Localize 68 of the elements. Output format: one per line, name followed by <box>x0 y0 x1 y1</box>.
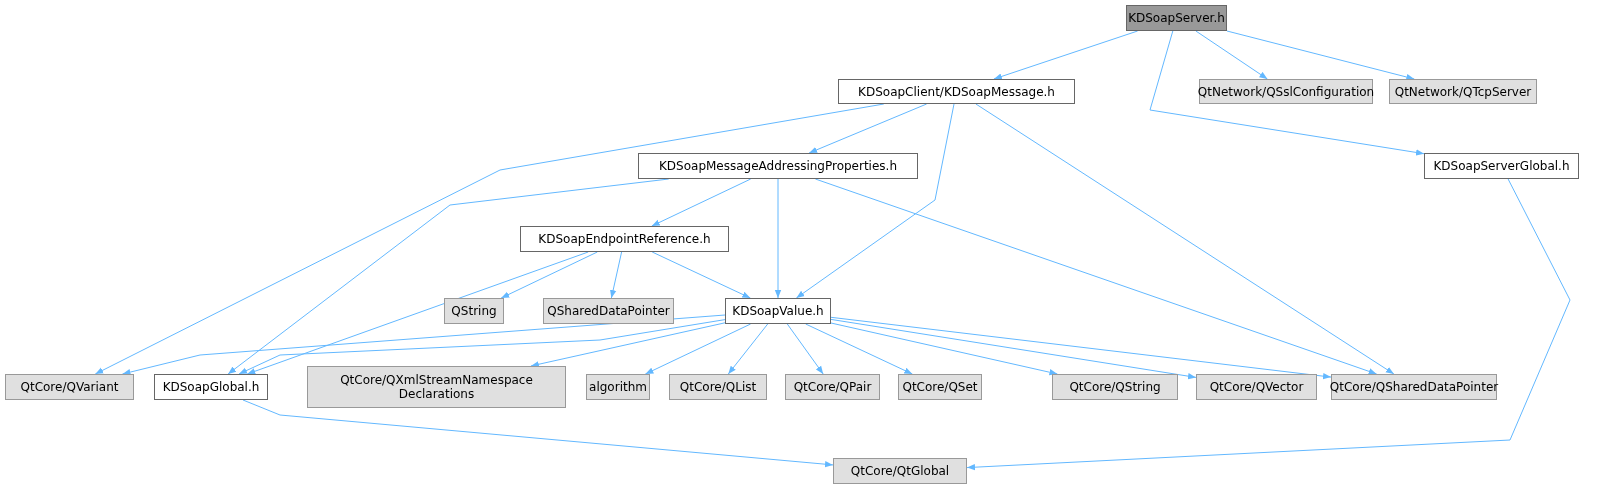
arrow <box>830 318 1197 380</box>
file-name: KDSoapValue.h <box>732 304 824 318</box>
file-box <box>520 226 729 252</box>
file-name: KDSoapMessageAddressingProperties.h <box>658 159 897 173</box>
arrow <box>610 251 623 299</box>
arrow <box>122 314 726 376</box>
file-box <box>5 374 134 400</box>
file-name: KDSoapGlobal.h <box>162 380 260 394</box>
arrow <box>830 316 1332 380</box>
file-box <box>785 374 880 400</box>
file-box <box>307 366 566 408</box>
file-box <box>833 458 967 484</box>
arrow <box>651 178 752 227</box>
arrow <box>795 103 955 299</box>
file-name: QtCore/QList <box>679 380 757 394</box>
file-name: KDSoapEndpointReference.h <box>538 232 711 246</box>
file-box <box>444 298 504 324</box>
file-name: algorithm <box>589 380 647 394</box>
arrow <box>786 323 824 375</box>
file-name: QtCore/QVariant <box>20 380 119 394</box>
file-name: QtCore/QString <box>1069 380 1161 394</box>
file-box <box>1196 374 1317 400</box>
file-box <box>586 374 650 400</box>
file-name: QtCore/QSet <box>902 380 978 394</box>
arrow <box>530 322 726 368</box>
file-box <box>669 374 767 400</box>
file-name: QtCore/QXmlStreamNamespace Declarations <box>339 373 534 401</box>
file-name: QSharedDataPointer <box>547 304 670 318</box>
file-name: QtNetwork/QSslConfiguration <box>1197 84 1375 99</box>
file-box <box>1389 79 1537 104</box>
file-name: QtCore/QtGlobal <box>850 464 950 478</box>
file-box <box>154 374 268 400</box>
arrow <box>975 103 1395 375</box>
arrow <box>727 323 769 375</box>
file-name: QtCore/QPair <box>793 380 872 394</box>
arrow <box>774 178 782 299</box>
arrow <box>1195 30 1268 80</box>
arrow <box>814 178 1378 375</box>
file-name: KDSoapServerGlobal.h <box>1433 159 1570 173</box>
arrow <box>644 323 752 375</box>
arrow <box>1226 30 1415 81</box>
arrow <box>993 30 1139 80</box>
arrow <box>242 399 834 468</box>
file-name: QtNetwork/QTcpServer <box>1394 84 1532 99</box>
file-box <box>725 298 831 324</box>
arrow <box>246 251 589 375</box>
arrow <box>830 322 1058 376</box>
file-box <box>1126 5 1227 31</box>
arrow <box>808 103 928 154</box>
file-name: KDSoapClient/KDSoapMessage.h <box>858 84 1055 99</box>
file-box <box>543 298 674 324</box>
file-box <box>1331 374 1497 400</box>
file-box <box>638 153 918 179</box>
file-box <box>838 79 1075 104</box>
arrow <box>238 319 726 375</box>
file-box <box>1424 153 1579 179</box>
file-box <box>1052 374 1178 400</box>
file-box <box>898 374 982 400</box>
arrow <box>805 323 913 375</box>
arrow <box>1149 30 1425 156</box>
file-name: QtCore/QSharedDataPointer <box>1329 380 1499 394</box>
arrow <box>966 178 1571 471</box>
arrow <box>500 251 598 299</box>
file-name: QtCore/QVector <box>1209 380 1304 394</box>
file-box <box>1199 79 1373 104</box>
arrow <box>651 251 751 299</box>
file-name: KDSoapServer.h <box>1128 11 1225 25</box>
file-name: QString <box>451 304 497 318</box>
